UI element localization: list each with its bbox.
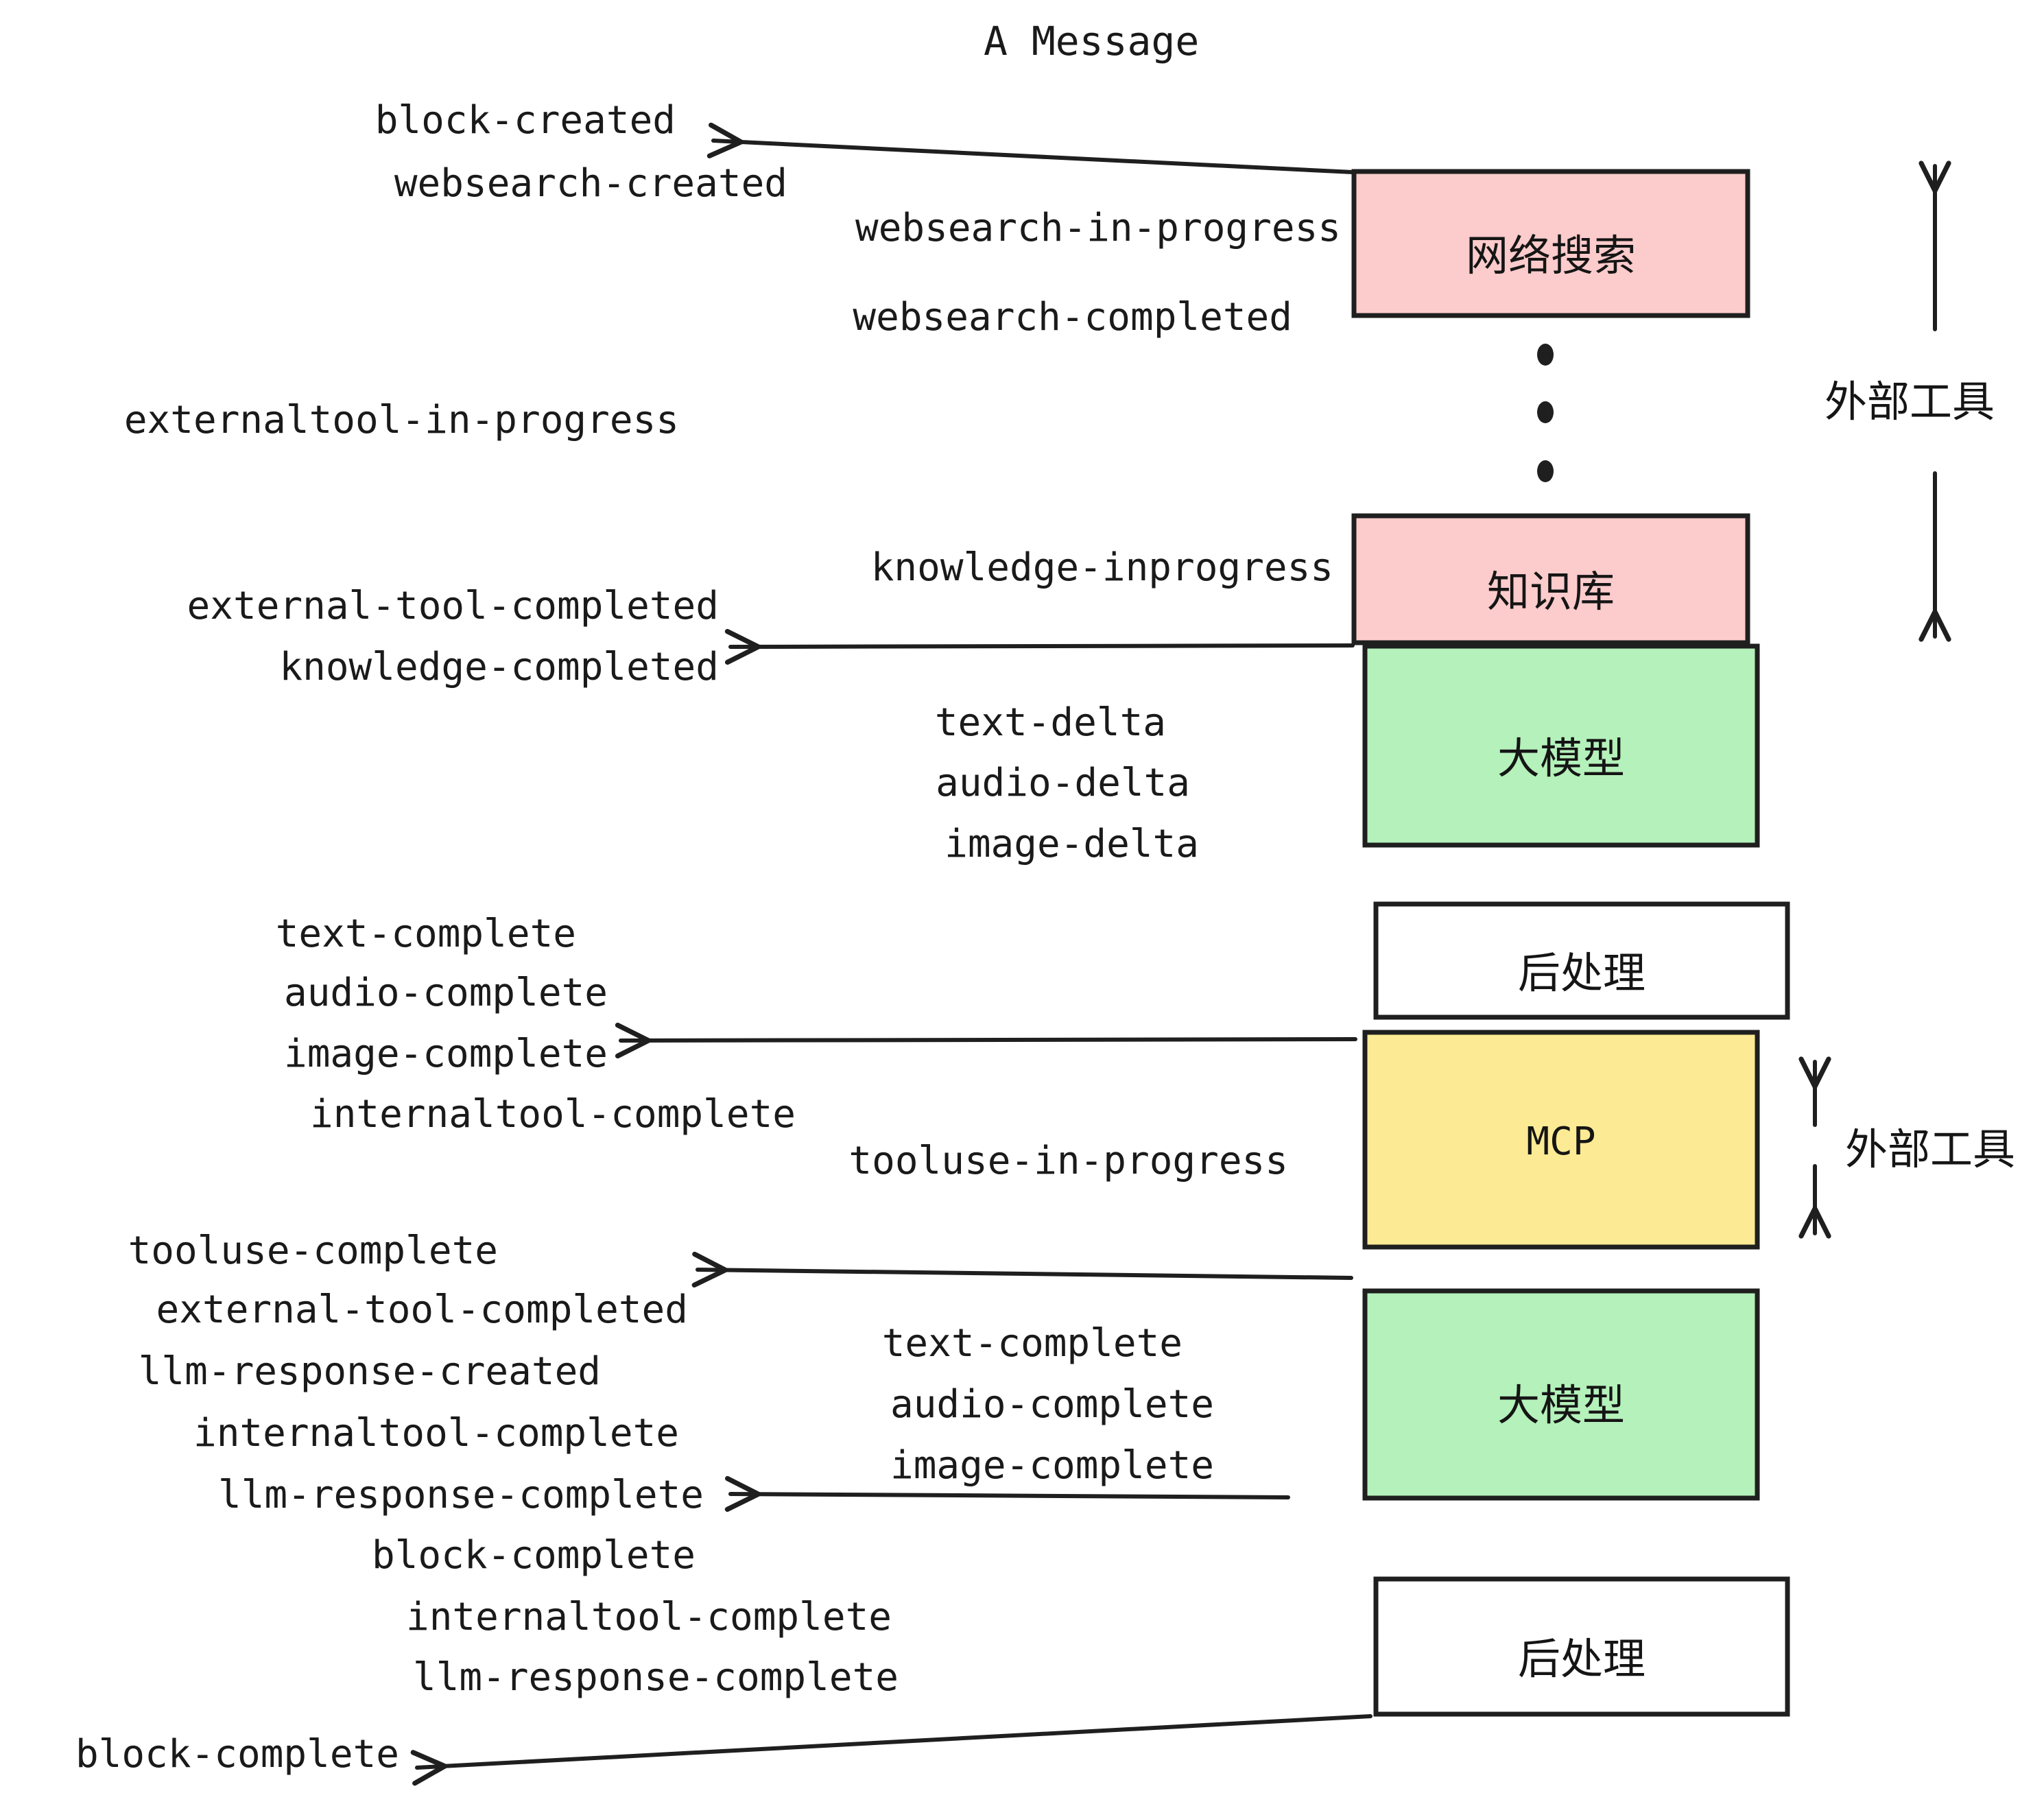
- event-websearch-in-progress: websearch-in-progress: [855, 206, 1341, 250]
- event-llm-response-complete: llm-response-complete: [412, 1655, 899, 1700]
- event-text-delta-2: text-complete: [881, 1321, 1183, 1366]
- node-label-postprocess-2: 后处理: [1517, 1634, 1645, 1684]
- node-label-llm-1: 大模型: [1497, 733, 1625, 783]
- event-text-delta-1: text-delta: [934, 700, 1166, 745]
- arrow-knowledge-completed: [724, 628, 1355, 665]
- node-knowledge[interactable]: [1351, 513, 1750, 645]
- node-label-llm-2: 大模型: [1497, 1380, 1625, 1430]
- event-block-complete: block-complete: [75, 1732, 399, 1777]
- event-image-delta-2: image-complete: [890, 1443, 1214, 1488]
- node-label-knowledge: 知识库: [1486, 567, 1615, 617]
- node-websearch[interactable]: [1351, 169, 1750, 318]
- bracket-label-external-tools-bottom: 外部工具: [1845, 1124, 2016, 1174]
- event-knowledge-inprogress: knowledge-inprogress: [870, 545, 1333, 590]
- event-knowledge-completed: knowledge-completed: [279, 645, 719, 689]
- event-tooluse-in-progress: tooluse-in-progress: [848, 1139, 1288, 1183]
- event-audio-delta-2: audio-complete: [890, 1382, 1214, 1427]
- node-mcp[interactable]: [1362, 1030, 1760, 1250]
- arrow-block-complete: [410, 1714, 1372, 1786]
- node-postprocess-1[interactable]: [1373, 901, 1790, 1020]
- event-external-tool-completed-1: external-tool-completed: [187, 584, 719, 628]
- event-llm-response-created: llm-response-created: [138, 1349, 601, 1394]
- event-text-complete-1: text-complete: [275, 912, 576, 956]
- event-block-created: block-created: [375, 98, 676, 143]
- event-audio-complete-2: llm-response-complete: [217, 1473, 704, 1517]
- event-image-delta-1: image-delta: [944, 822, 1199, 866]
- node-label-websearch: 网络搜索: [1465, 230, 1636, 281]
- event-image-complete-1: image-complete: [283, 1032, 608, 1076]
- arrow-block-created: [706, 122, 1355, 174]
- diagram-title: A Message: [984, 18, 1200, 64]
- event-audio-complete-1: audio-complete: [283, 971, 608, 1015]
- bracket-label-external-tools-top: 外部工具: [1825, 377, 1995, 427]
- arrow-image-complete: [615, 1022, 1357, 1059]
- arrow-audio-complete: [724, 1475, 1290, 1512]
- event-tooluse-complete: tooluse-complete: [128, 1229, 498, 1273]
- event-internaltool-complete-2: internaltool-complete: [405, 1595, 892, 1639]
- event-websearch-completed: websearch-completed: [853, 295, 1292, 340]
- event-audio-delta-1: audio-delta: [936, 761, 1190, 805]
- event-websearch-created: websearch-created: [394, 161, 787, 206]
- node-postprocess-2[interactable]: [1373, 1576, 1790, 1717]
- event-external-tool-completed-2: external-tool-completed: [156, 1287, 688, 1332]
- ellipsis-dots: [1537, 344, 1554, 482]
- node-llm-1[interactable]: [1362, 643, 1760, 848]
- node-label-mcp: MCP: [1526, 1119, 1596, 1164]
- node-llm-2[interactable]: [1362, 1288, 1760, 1501]
- arrow-tooluse-complete: [691, 1251, 1353, 1288]
- event-internaltool-complete-1: internaltool-complete: [309, 1092, 796, 1137]
- event-text-complete-2: internaltool-complete: [193, 1411, 679, 1456]
- event-externaltool-in-progress: externaltool-in-progress: [123, 398, 679, 442]
- node-label-postprocess-1: 后处理: [1517, 948, 1645, 998]
- event-image-complete-2: block-complete: [371, 1533, 696, 1578]
